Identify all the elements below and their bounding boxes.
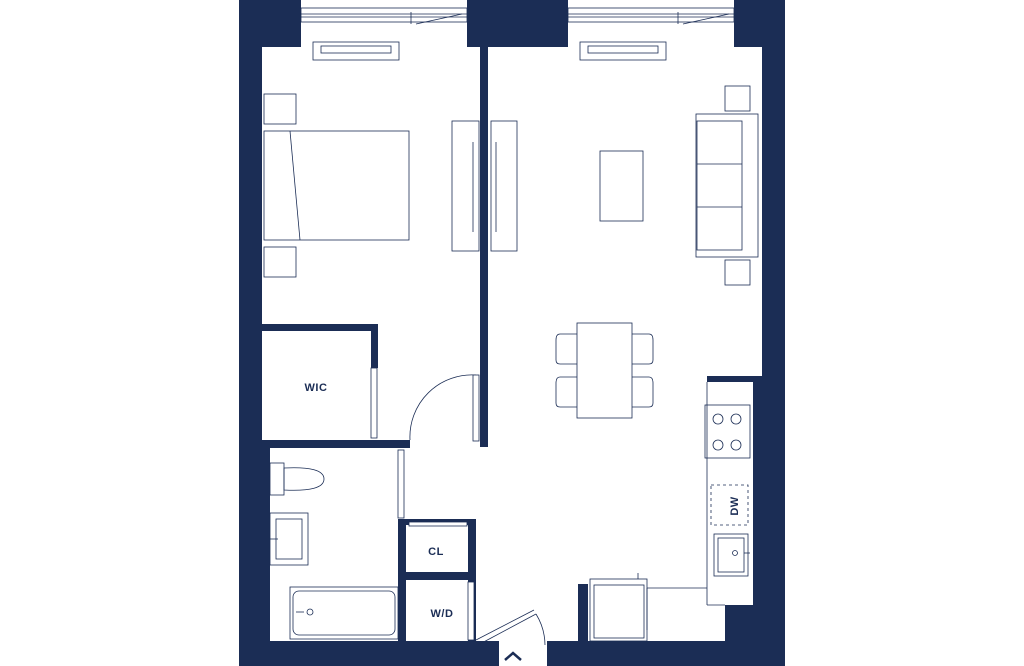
window-bedroom [300,7,468,25]
bedroom-wardrobe [451,120,480,252]
side-table-bottom [724,259,751,286]
window-living [567,7,735,25]
wic-door [370,367,378,439]
laundry-label: W/D [431,608,454,620]
kitchen-sink [713,533,750,577]
side-table-top [724,85,751,112]
sofa [695,113,759,258]
refrigerator [589,573,648,642]
nightstand-top [263,93,297,125]
chevron-up-icon [504,651,522,661]
dishwasher-label: DW [729,496,741,515]
toilet [269,462,325,496]
closet-door [408,521,468,527]
ac-unit-bedroom [312,41,400,61]
ac-unit-living [579,41,667,61]
bedroom-door [409,374,480,442]
dining-set [555,322,654,419]
bed [263,130,410,241]
coffee-table [599,150,644,222]
closet-label: CL [428,546,444,558]
bathroom-vanity [269,512,309,566]
bathroom-door [397,449,405,519]
entry-door [475,609,546,646]
wic-label: WIC [305,382,328,394]
dishwasher: DW [710,484,749,526]
bathtub [289,586,399,640]
cooktop [704,404,751,459]
interior-walls [262,47,762,654]
laundry-door [467,581,475,641]
nightstand-bottom [263,246,297,278]
kitchen-counter [706,382,725,606]
exterior-walls [239,0,785,666]
living-wardrobe [490,120,518,252]
